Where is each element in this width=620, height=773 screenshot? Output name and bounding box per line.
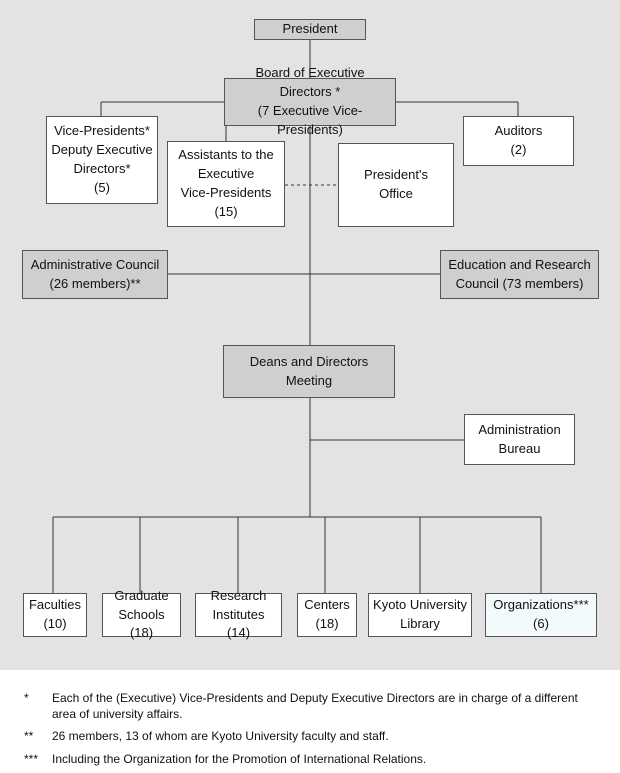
box-label-line: Council (73 members)	[455, 275, 584, 291]
auditors-box: Auditors (2)	[463, 116, 574, 166]
footnotes: * Each of the (Executive) Vice-President…	[24, 690, 604, 773]
box-label-line: Deputy Executive	[51, 142, 153, 158]
box-label-line: Auditors	[494, 123, 543, 139]
box-label-line: (2)	[510, 142, 527, 157]
box-label-line: President	[282, 21, 338, 37]
footnote-text: Each of the (Executive) Vice-Presidents …	[52, 691, 578, 722]
centers-box: Centers (18)	[297, 593, 357, 637]
box-label-line: Centers	[304, 597, 350, 613]
box-label-line: Bureau	[498, 440, 541, 456]
box-label-line: (15)	[214, 203, 238, 219]
box-label-line: (6)	[533, 616, 549, 631]
faculties-box: Faculties (10)	[23, 593, 87, 637]
box-label-line: Faculties	[28, 597, 82, 613]
box-label-line: Organizations***	[493, 597, 589, 613]
deans-directors-meeting-box: Deans and Directors Meeting	[223, 345, 395, 398]
footnote: *** Including the Organization for the P…	[24, 751, 604, 767]
box-label-line: Assistants to the	[178, 147, 274, 163]
box-label-line: Directors*	[73, 161, 131, 176]
box-label-line: Deans and Directors Meeting	[249, 353, 369, 388]
box-label-line: President's	[364, 167, 428, 183]
connector-lines	[52, 39, 542, 593]
footnote-mark: *	[24, 691, 29, 705]
box-label-line: Administration	[478, 421, 561, 437]
box-label-line: Schools (18)	[118, 606, 165, 641]
box-label-line: Education and Research	[448, 256, 591, 272]
footnote-mark: ***	[24, 751, 39, 766]
box-label-line: (18)	[315, 616, 339, 631]
box-label-line: Office	[379, 186, 413, 201]
footnote-text: 26 members, 13 of whom are Kyoto Univers…	[52, 729, 389, 744]
box-label-line: Vice-Presidents	[180, 185, 272, 200]
box-label-line: Administrative Council	[30, 256, 160, 272]
president-box: President	[254, 19, 366, 40]
footnote: * Each of the (Executive) Vice-President…	[24, 690, 604, 722]
footnote-mark: **	[24, 729, 34, 744]
org-chart: President Board of Executive Directors *…	[0, 0, 620, 670]
organizations-box: Organizations*** (6)	[485, 593, 597, 637]
box-label-line: Graduate	[114, 587, 169, 603]
box-label-line: Kyoto University	[373, 597, 467, 613]
box-label-line: Institutes (14)	[212, 606, 265, 641]
box-label-line: Executive	[197, 166, 255, 182]
footnote-text: Including the Organization for the Promo…	[52, 751, 427, 766]
box-label-line: (7 Executive Vice-Presidents)	[257, 103, 363, 137]
box-label-line: Library	[400, 616, 440, 631]
administrative-council-box: Administrative Council (26 members)**	[22, 250, 168, 299]
box-label-line: Board of Executive Directors *	[255, 65, 365, 100]
box-label-line: Vice-Presidents*	[54, 123, 150, 139]
box-label-line: (26 members)**	[49, 275, 141, 291]
box-label-line: Research	[210, 587, 267, 603]
box-label-line: (10)	[43, 616, 67, 631]
footnote: ** 26 members, 13 of whom are Kyoto Univ…	[24, 728, 604, 744]
board-of-executive-directors-box: Board of Executive Directors *(7 Executi…	[224, 65, 396, 137]
box-label-line: (5)	[94, 179, 110, 195]
